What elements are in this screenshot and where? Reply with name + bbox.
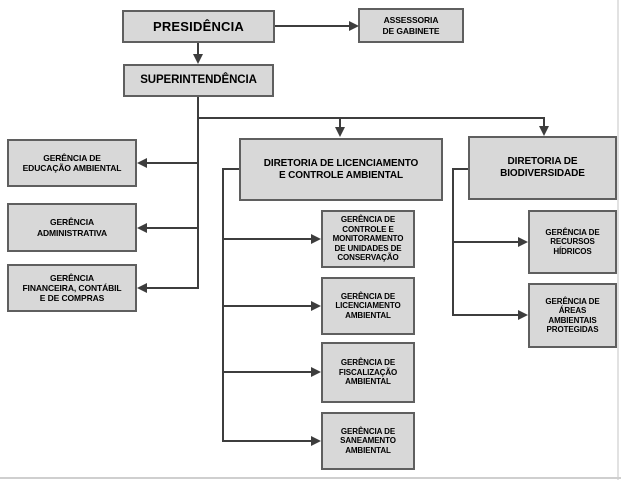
connector-presidencia-assessoria-line (275, 25, 349, 27)
connector-diretoria-licenciamento-stub-line (223, 168, 239, 170)
arrowhead-to-gerencia-recursos-icon (518, 237, 528, 247)
arrowhead-to-diretoria-biodiversidade-icon (539, 126, 549, 136)
connector-to-gerencia-saneamento-line (223, 440, 311, 442)
node-gerencia-financeira: GERÊNCIA FINANCEIRA, CONTÁBIL E DE COMPR… (7, 264, 137, 312)
node-gerencia-saneamento-ambiental: GERÊNCIA DE SANEAMENTO AMBIENTAL (321, 412, 415, 470)
connector-rail-diretoria-licenciamento-line (339, 117, 341, 128)
arrowhead-to-gerencia-fiscalizacao-icon (311, 367, 321, 377)
connector-trunk-gerencia-administrativa-line (147, 227, 198, 229)
node-assessoria-gabinete: ASSESSORIA DE GABINETE (358, 8, 464, 43)
node-diretoria-licenciamento: DIRETORIA DE LICENCIAMENTO E CONTROLE AM… (239, 138, 443, 201)
connector-to-gerencia-controle-line (223, 238, 311, 240)
connector-trunk-gerencia-financeira-line (147, 287, 198, 289)
arrowhead-to-gerencia-areas-icon (518, 310, 528, 320)
arrowhead-to-gerencia-administrativa-icon (137, 223, 147, 233)
connector-diretoria-biodiversidade-stub-line (453, 168, 468, 170)
node-gerencia-areas-protegidas: GERÊNCIA DE ÁREAS AMBIENTAIS PROTEGIDAS (528, 283, 617, 348)
node-presidencia: PRESIDÊNCIA (122, 10, 275, 43)
node-diretoria-biodiversidade: DIRETORIA DE BIODIVERSIDADE (468, 136, 617, 200)
node-gerencia-licenciamento-ambiental: GERÊNCIA DE LICENCIAMENTO AMBIENTAL (321, 277, 415, 335)
node-superintendencia: SUPERINTENDÊNCIA (123, 64, 274, 97)
arrowhead-to-diretoria-licenciamento-icon (335, 127, 345, 137)
node-gerencia-educacao-ambiental: GERÊNCIA DE EDUCAÇÃO AMBIENTAL (7, 139, 137, 187)
page-bottom-edge (0, 477, 621, 479)
arrowhead-to-gerencia-saneamento-icon (311, 436, 321, 446)
connector-trunk-gerencia-educacao-line (147, 162, 198, 164)
connector-to-gerencia-recursos-line (453, 241, 518, 243)
connector-to-gerencia-licenciamento-line (223, 305, 311, 307)
connector-superintendencia-trunk-line (197, 97, 199, 289)
arrowhead-to-gerencia-licenciamento-icon (311, 301, 321, 311)
arrowhead-to-gerencia-educacao-icon (137, 158, 147, 168)
arrowhead-to-gerencia-controle-icon (311, 234, 321, 244)
connector-rail-diretoria-biodiversidade-line (543, 117, 545, 128)
page-right-edge (617, 0, 619, 480)
node-gerencia-recursos-hidricos: GERÊNCIA DE RECURSOS HÍDRICOS (528, 210, 617, 274)
arrowhead-to-superintendencia-icon (193, 54, 203, 64)
connector-top-rail-line (197, 117, 545, 119)
node-gerencia-controle-monitoramento: GERÊNCIA DE CONTROLE E MONITORAMENTO DE … (321, 210, 415, 268)
node-gerencia-fiscalizacao-ambiental: GERÊNCIA DE FISCALIZAÇÃO AMBIENTAL (321, 342, 415, 403)
connector-to-gerencia-fiscalizacao-line (223, 371, 311, 373)
node-gerencia-administrativa: GERÊNCIA ADMINISTRATIVA (7, 203, 137, 252)
connector-presidencia-superintendencia-line (197, 43, 199, 55)
arrowhead-to-gerencia-financeira-icon (137, 283, 147, 293)
connector-to-gerencia-areas-line (453, 314, 518, 316)
arrowhead-to-assessoria-icon (349, 21, 359, 31)
